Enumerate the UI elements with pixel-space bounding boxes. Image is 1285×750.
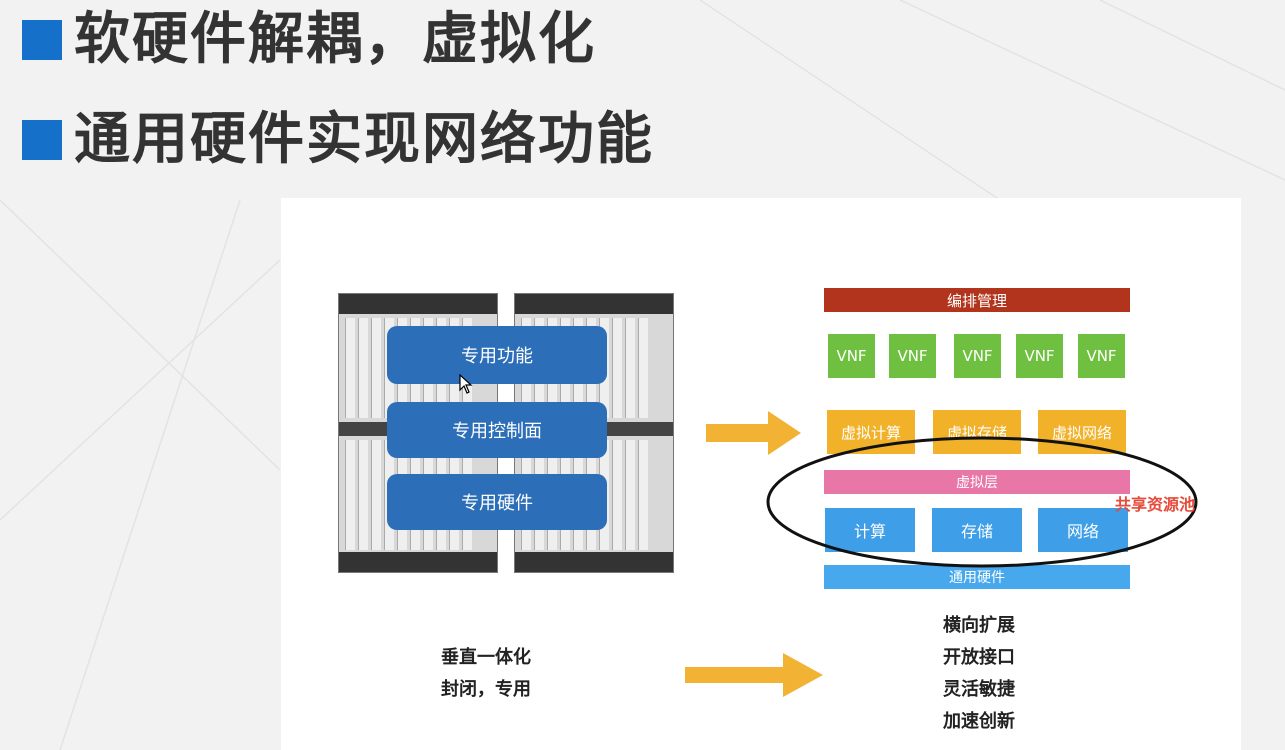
dedicated-hardware-block: 专用硬件 xyxy=(387,474,607,530)
vnf-box: VNF xyxy=(889,334,936,378)
orchestration-bar: 编排管理 xyxy=(824,288,1130,312)
heading-text: 软硬件解耦，虚拟化 xyxy=(74,7,596,72)
bullet-square-icon xyxy=(22,120,62,160)
mouse-cursor-icon xyxy=(459,374,473,394)
caption-line: 横向扩展 xyxy=(943,615,1015,636)
storage-box: 存储 xyxy=(932,508,1022,552)
vnf-box: VNF xyxy=(1078,334,1125,378)
caption-line: 灵活敏捷 xyxy=(943,679,1015,700)
caption-line: 垂直一体化 xyxy=(441,647,531,668)
arrow-right-icon xyxy=(685,653,823,697)
heading-text: 通用硬件实现网络功能 xyxy=(74,107,654,172)
shared-pool-ellipse xyxy=(766,436,1198,568)
virtual-layer-bar: 虚拟层 xyxy=(824,470,1130,494)
right-caption: 横向扩展 开放接口 灵活敏捷 加速创新 xyxy=(909,610,1049,738)
arrow-right-icon xyxy=(706,411,801,455)
network-box: 网络 xyxy=(1038,508,1128,552)
common-hardware-bar: 通用硬件 xyxy=(824,565,1130,589)
shared-pool-label: 共享资源池 xyxy=(1115,495,1196,514)
left-caption: 垂直一体化 封闭，专用 xyxy=(416,642,556,706)
dedicated-control-plane-block: 专用控制面 xyxy=(387,402,607,458)
diagram-panel: 专用功能 专用控制面 专用硬件 编排管理 VNF VNF VNF VNF VNF… xyxy=(281,198,1241,750)
caption-line: 开放接口 xyxy=(943,647,1015,668)
heading-1: 软硬件解耦，虚拟化 xyxy=(22,12,596,68)
bullet-square-icon xyxy=(22,20,62,60)
vnf-box: VNF xyxy=(954,334,1001,378)
compute-box: 计算 xyxy=(825,508,915,552)
caption-line: 封闭，专用 xyxy=(441,679,531,700)
caption-line: 加速创新 xyxy=(943,711,1015,732)
vnf-box: VNF xyxy=(1016,334,1063,378)
heading-2: 通用硬件实现网络功能 xyxy=(22,112,654,168)
dedicated-function-block: 专用功能 xyxy=(387,326,607,384)
vnf-box: VNF xyxy=(828,334,875,378)
